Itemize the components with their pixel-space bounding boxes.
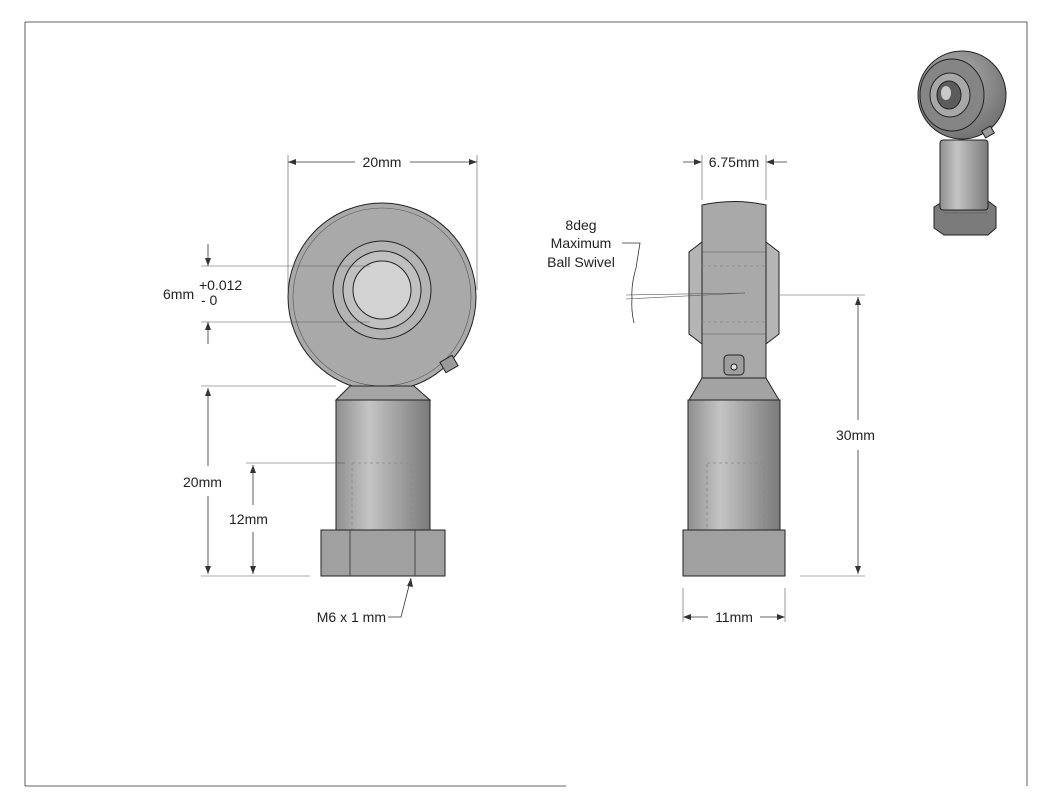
swivel-label-line1: 8deg [565, 217, 596, 233]
side-hex-nut [682, 529, 786, 577]
dimension-hex-width: 11mm [682, 588, 786, 625]
side-head [701, 201, 767, 379]
front-view: 20mm 6mm +0.012 - 0 20mm [163, 154, 478, 625]
thread-callout: M6 x 1 mm [317, 577, 413, 625]
dim-label-thread-depth: 12mm [229, 511, 268, 527]
dimension-shank-length: 20mm [183, 385, 336, 577]
dim-label-center-height: 30mm [836, 427, 875, 443]
swivel-angle-indicator: 8deg Maximum Ball Swivel [547, 217, 746, 324]
dim-label-head-width: 20mm [363, 154, 402, 170]
swivel-label-line2: Maximum [551, 235, 612, 251]
dim-label-bore-tol-minus: - 0 [201, 292, 218, 308]
side-shank [687, 399, 781, 531]
side-grease-nipple [723, 354, 745, 376]
dim-label-hex-width: 11mm [715, 609, 753, 625]
isometric-view [917, 50, 1007, 236]
dimension-bore: 6mm +0.012 - 0 [163, 244, 370, 344]
dim-label-bore-tol-plus: +0.012 [199, 277, 242, 293]
hex-nut [320, 529, 446, 577]
dimension-head-width: 20mm [287, 154, 478, 290]
thread-callout-label: M6 x 1 mm [317, 609, 386, 625]
rod-end-neck [334, 385, 432, 401]
drawing-frame [24, 21, 1028, 787]
grease-nipple [439, 354, 459, 374]
side-neck [688, 377, 780, 401]
dimension-center-height: 30mm [780, 294, 875, 577]
side-view: 8deg Maximum Ball Swivel 6.75mm 30mm [547, 154, 875, 625]
swivel-label-line3: Ball Swivel [547, 254, 615, 270]
rod-end-shank [335, 399, 431, 531]
dim-label-ball-width: 6.75mm [709, 154, 760, 170]
rod-end-head [287, 202, 477, 392]
dim-label-shank-length: 20mm [183, 474, 222, 490]
dim-label-bore: 6mm [163, 286, 194, 302]
dimension-thread-depth: 12mm [229, 462, 345, 574]
dimension-ball-width: 6.75mm [683, 154, 787, 200]
thread-hidden-lines [351, 462, 412, 577]
side-ball [688, 240, 780, 346]
